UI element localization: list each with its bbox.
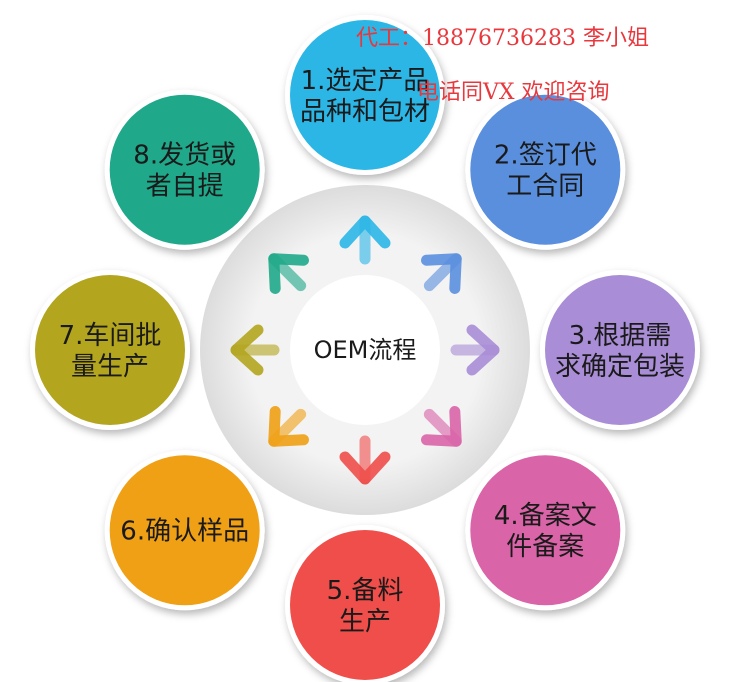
arrow-3	[450, 324, 500, 376]
node-fill	[545, 275, 695, 425]
step-label-5-line-1: 5.备料	[327, 576, 404, 606]
step-label-3-line-1: 3.根据需	[569, 321, 672, 351]
arrow-7	[230, 324, 280, 376]
node-fill	[35, 275, 185, 425]
step-label-1-line-2: 品种和包材	[300, 97, 430, 127]
arrow-4	[421, 406, 462, 447]
step-label-3-line-2: 求确定包装	[555, 352, 685, 382]
step-nodes: 1.选定产品品种和包材2.签订代工合同3.根据需求确定包装4.备案文件备案5.备…	[30, 15, 700, 682]
step-label-8-line-1: 8.发货或	[133, 141, 236, 171]
step-node-6: 6.确认样品	[104, 450, 265, 611]
step-label-1-line-1: 1.选定产品	[301, 66, 430, 96]
step-label-8-line-2: 者自提	[146, 172, 224, 202]
arrow-8	[268, 253, 309, 294]
step-label-7-line-2: 量生产	[71, 352, 149, 382]
step-label-7-line-1: 7.车间批	[59, 321, 162, 351]
step-label-2-line-1: 2.签订代	[494, 141, 597, 171]
node-fill	[109, 94, 260, 245]
node-fill	[470, 94, 621, 245]
center-label: OEM流程	[314, 336, 417, 364]
center-disc	[290, 275, 440, 425]
step-label-2-line-2: 工合同	[506, 172, 584, 202]
node-fill	[470, 455, 621, 606]
node-fill	[109, 455, 260, 606]
arrow-5	[339, 435, 391, 485]
step-label-6-line-1: 6.确认样品	[120, 517, 249, 547]
arrow-1	[339, 215, 391, 265]
contact-note: 电话同VX 欢迎咨询	[417, 80, 610, 105]
arrow-6	[268, 406, 309, 447]
arrow-2	[421, 253, 462, 294]
node-fill	[290, 530, 440, 680]
contact-phone: 代工：18876736283 李小姐	[356, 26, 649, 51]
arrow-group	[230, 215, 500, 485]
step-label-4-line-1: 4.备案文	[494, 501, 597, 531]
step-label-5-line-2: 生产	[339, 607, 391, 637]
node-fill	[290, 20, 440, 170]
step-label-4-line-2: 件备案	[506, 532, 584, 562]
